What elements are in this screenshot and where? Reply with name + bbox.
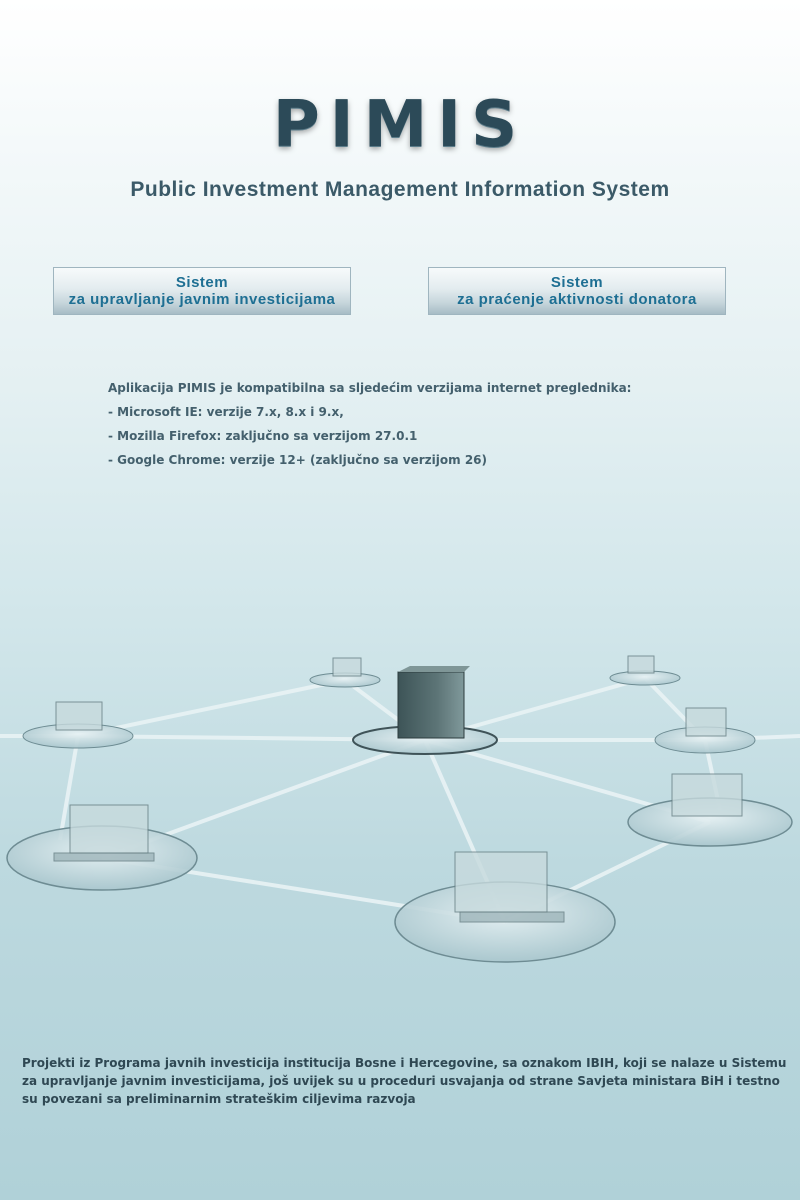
pimis-logo: PIMIS bbox=[272, 88, 528, 162]
public-investment-button-line1: Sistem bbox=[175, 274, 229, 291]
network-nodes bbox=[6, 655, 793, 963]
compat-item-chrome: - Google Chrome: verzije 12+ (zaključno … bbox=[108, 453, 487, 467]
public-investment-button-line2: za upravljanje javnim investicijama bbox=[68, 291, 336, 308]
donor-activity-button-line2: za praćenje aktivnosti donatora bbox=[457, 291, 697, 308]
donor-activity-button-line1: Sistem bbox=[550, 274, 604, 291]
network-illustration bbox=[0, 655, 800, 963]
public-investment-system-button[interactable]: Sistem za upravljanje javnim investicija… bbox=[53, 267, 351, 315]
footer-note: Projekti iz Programa javnih investicija … bbox=[22, 1056, 787, 1106]
browser-compatibility-info: Aplikacija PIMIS je kompatibilna sa slje… bbox=[108, 376, 728, 472]
compat-intro: Aplikacija PIMIS je kompatibilna sa slje… bbox=[108, 381, 632, 395]
donor-activity-system-button[interactable]: Sistem za praćenje aktivnosti donatora bbox=[428, 267, 726, 315]
app-subtitle: Public Investment Management Information… bbox=[130, 178, 670, 201]
compat-item-ie: - Microsoft IE: verzije 7.x, 8.x i 9.x, bbox=[108, 405, 344, 419]
compat-item-firefox: - Mozilla Firefox: zaključno sa verzijom… bbox=[108, 429, 418, 443]
